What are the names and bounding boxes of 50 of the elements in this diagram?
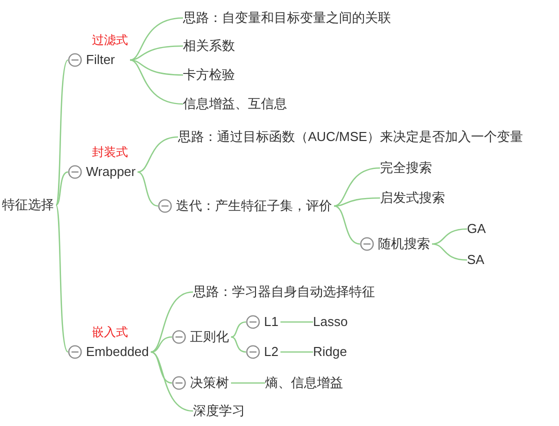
root-topic: 特征选择 bbox=[2, 196, 54, 214]
topic-text: 决策树 bbox=[190, 374, 229, 392]
branch-heading: 嵌入式 bbox=[92, 324, 128, 340]
branch-heading: 封装式 bbox=[92, 144, 128, 160]
connector-line bbox=[130, 45, 184, 61]
topic-text: Lasso bbox=[313, 313, 348, 331]
connector-line bbox=[137, 136, 178, 173]
connector-line bbox=[334, 167, 380, 207]
topic-text: 卡方检验 bbox=[183, 66, 235, 84]
connector-line bbox=[150, 351, 172, 384]
topic-text: 深度学习 bbox=[193, 402, 245, 420]
connector-line bbox=[56, 171, 68, 206]
connector-line bbox=[231, 382, 265, 384]
topic-text: 熵、信息增益 bbox=[265, 374, 343, 392]
connector-line bbox=[280, 351, 313, 353]
connector-line bbox=[150, 351, 194, 412]
topic-text: Wrapper bbox=[86, 163, 136, 181]
connector-line bbox=[230, 336, 246, 353]
branch-heading: 过滤式 bbox=[92, 32, 128, 48]
topic-text: 相关系数 bbox=[183, 37, 235, 55]
topic-text: 思路：学习器自身自动选择特征 bbox=[193, 283, 375, 301]
connector-line bbox=[150, 336, 172, 353]
connector-line bbox=[432, 228, 468, 245]
topic-text: 迭代：产生特征子集，评价 bbox=[176, 197, 332, 215]
topic-text: Embedded bbox=[86, 343, 149, 361]
topic-text: 信息增益、互信息 bbox=[183, 95, 287, 113]
connector-line bbox=[150, 291, 194, 353]
connector-line bbox=[432, 243, 468, 261]
connector-line bbox=[334, 197, 380, 207]
topic-text: 完全搜索 bbox=[380, 159, 432, 177]
connector-line bbox=[137, 171, 158, 207]
topic-text: 启发式搜索 bbox=[380, 189, 445, 207]
connector-line bbox=[55, 60, 69, 206]
topic-text: SA bbox=[467, 251, 484, 269]
topic-text: L1 bbox=[264, 313, 278, 331]
topic-text: 思路：自变量和目标变量之间的关联 bbox=[183, 9, 391, 27]
connector-line bbox=[230, 321, 246, 338]
topic-text: GA bbox=[467, 220, 486, 238]
topic-text: 思路：通过目标函数（AUC/MSE）来决定是否加入一个变量 bbox=[178, 128, 524, 146]
topic-text: 随机搜索 bbox=[378, 235, 430, 253]
connector-line bbox=[55, 204, 69, 352]
connector-line bbox=[334, 205, 360, 245]
topic-text: Ridge bbox=[313, 343, 347, 361]
topic-text: Filter bbox=[86, 51, 115, 69]
connector-line bbox=[130, 17, 184, 61]
connector-line bbox=[130, 59, 184, 105]
topic-text: 正则化 bbox=[190, 328, 229, 346]
connector-line bbox=[280, 321, 313, 323]
topic-text: L2 bbox=[264, 343, 278, 361]
connector-line bbox=[130, 59, 184, 76]
